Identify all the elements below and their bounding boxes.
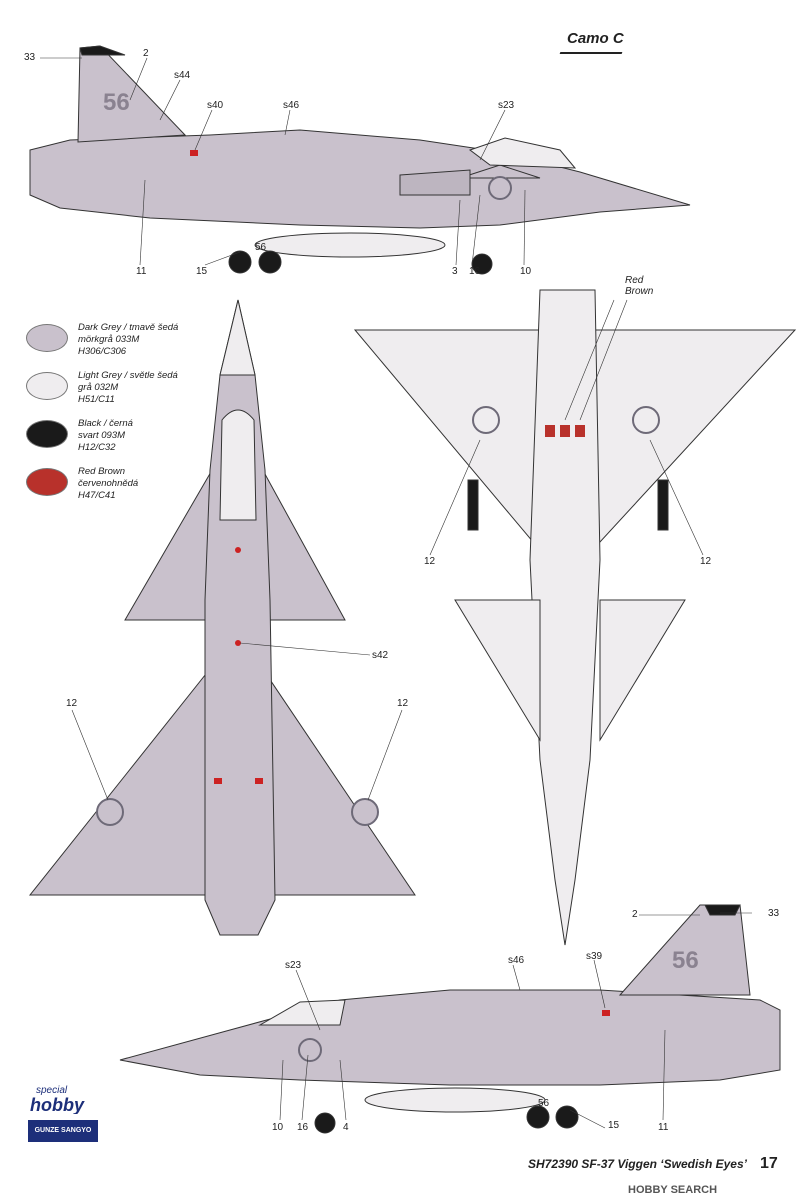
- swatch-dark-grey: [26, 324, 68, 352]
- callout-side2-s39: s39: [586, 951, 603, 962]
- plan-view-top: [28, 299, 416, 936]
- callout-plan-12-right: 12: [397, 698, 409, 709]
- legend-line: Light Grey / světle šedá: [78, 370, 178, 381]
- callout-s40: s40: [207, 100, 224, 111]
- legend-line: H47/C41: [78, 490, 116, 501]
- watermark: HOBBY SEARCH: [628, 1184, 718, 1196]
- callout-side2-s46: s46: [508, 955, 525, 966]
- side-view-top: 56: [29, 45, 691, 275]
- callout-side2-10: 10: [272, 1122, 284, 1133]
- callout-16: 16: [469, 266, 481, 277]
- side-view-bottom: 56: [119, 904, 781, 1134]
- legend-line: Dark Grey / tmavě šedá: [78, 322, 179, 333]
- callout-s44: s44: [174, 70, 191, 81]
- callout-3: 3: [452, 266, 458, 277]
- page-number: 17: [760, 1155, 778, 1172]
- callout-side2-s23: s23: [285, 960, 302, 971]
- callout-plan-12-left: 12: [66, 698, 78, 709]
- callout-side2-16: 16: [297, 1122, 309, 1133]
- legend-line: H12/C32: [78, 442, 116, 453]
- swatch-black: [26, 420, 68, 448]
- callout-10: 10: [520, 266, 532, 277]
- swatch-light-grey: [26, 372, 68, 400]
- leader-lines: [40, 57, 752, 1129]
- callout-2: 2: [143, 48, 149, 59]
- legend-line: svart 093M: [78, 430, 125, 441]
- callout-red-brown: Red Brown: [625, 275, 654, 297]
- callout-side2-56: 56: [538, 1098, 550, 1109]
- legend-red-brown: Red Brown červenohnědá H47/C41: [26, 466, 138, 502]
- legend-line: Red Brown: [78, 466, 125, 477]
- callout-15: 15: [196, 266, 208, 277]
- legend-line: červenohnědá: [78, 478, 139, 489]
- legend-light-grey: Light Grey / světle šedá grå 032M H51/C1…: [26, 370, 178, 406]
- gunze-sangyo-logo: GUNZE SANGYO: [28, 1120, 98, 1142]
- callout-bottom-12-right: 12: [700, 556, 712, 567]
- camo-title: Camo C: [567, 30, 624, 47]
- legend-line: grå 032M: [78, 382, 119, 393]
- callout-s42: s42: [372, 650, 389, 661]
- plan-view-bottom: [353, 289, 797, 946]
- legend-black: Black / černá svart 093M H12/C32: [26, 418, 133, 454]
- callout-11: 11: [136, 266, 147, 277]
- svg-text:56: 56: [672, 947, 699, 974]
- callout-bottom-12-left: 12: [424, 556, 436, 567]
- callout-side2-15: 15: [608, 1120, 620, 1131]
- legend-line: H306/C306: [78, 346, 127, 357]
- svg-text:special: special: [36, 1085, 68, 1096]
- swatch-red-brown: [26, 468, 68, 496]
- special-hobby-logo: special hobby: [28, 1082, 98, 1114]
- callout-side2-4: 4: [343, 1122, 349, 1133]
- legend-dark-grey: Dark Grey / tmavě šedá mörkgrå 033M H306…: [26, 322, 178, 358]
- callout-33: 33: [24, 52, 36, 63]
- legend-line: H51/C11: [78, 394, 115, 405]
- legend-line: mörkgrå 033M: [78, 334, 140, 345]
- svg-text:56: 56: [103, 89, 130, 116]
- callout-56: 56: [255, 242, 267, 253]
- callout-side2-2: 2: [632, 909, 638, 920]
- legend-line: Black / černá: [78, 418, 133, 429]
- callout-side2-11: 11: [658, 1122, 669, 1133]
- callout-s46: s46: [283, 100, 300, 111]
- footer-title: SH72390 SF-37 Viggen ‘Swedish Eyes’: [528, 1157, 747, 1171]
- svg-text:hobby: hobby: [30, 1095, 85, 1114]
- callout-side2-33: 33: [768, 908, 780, 919]
- callout-s23: s23: [498, 100, 515, 111]
